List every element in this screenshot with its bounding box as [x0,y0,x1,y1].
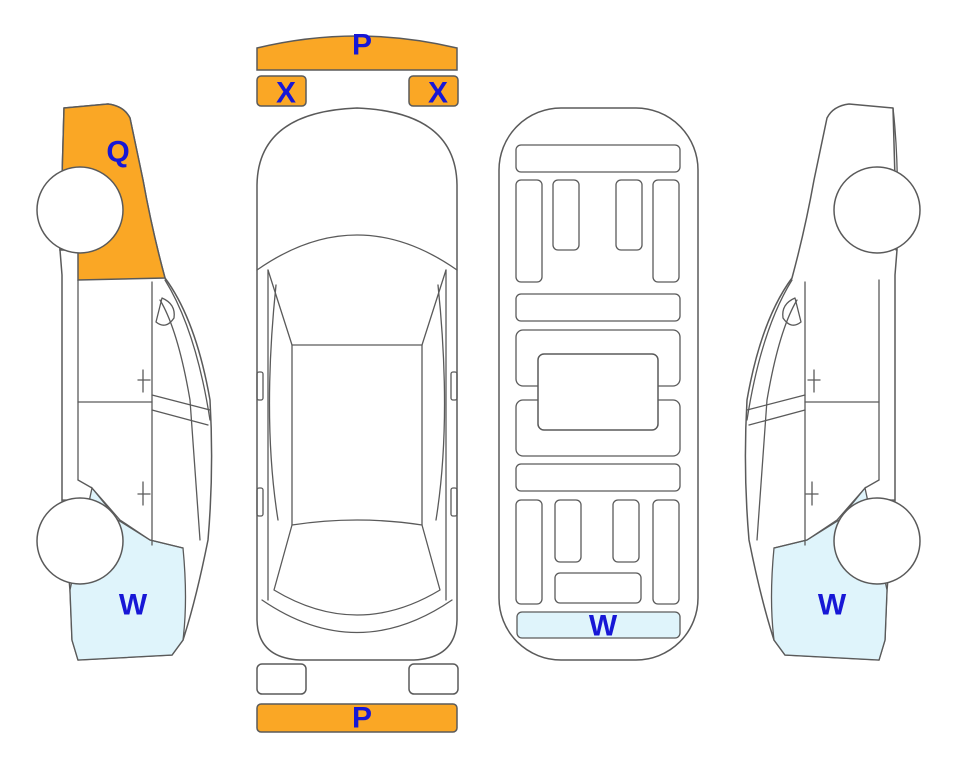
left-rear-light [256,663,307,695]
underbody-rear-panel [516,611,681,639]
underbody-rear-label: W [589,610,618,643]
left-front-fender-label: Q [106,136,129,169]
top-view-body [256,107,458,661]
rear-bumper-panel [256,703,458,733]
right-mirror-label: X [428,77,448,110]
left-mirror-label: X [276,77,296,110]
right-side-view: W [744,103,921,661]
left-rear-wheel [36,497,124,585]
right-rear-wheel [833,497,921,585]
right-rear-light [408,663,459,695]
left-front-wheel [36,166,124,254]
left-rear-quarter-label: W [119,589,148,622]
right-front-wheel [833,166,921,254]
underbody-view: W [498,107,699,661]
right-mirror-panel [408,75,459,107]
top-view: P X X P [256,29,459,735]
left-mirror-panel [256,75,307,107]
rear-bumper-label: P [352,702,372,735]
left-side-view: Q W [36,103,213,661]
front-bumper-label: P [352,29,372,62]
front-bumper-panel [256,35,458,71]
right-rear-quarter-label: W [818,589,847,622]
